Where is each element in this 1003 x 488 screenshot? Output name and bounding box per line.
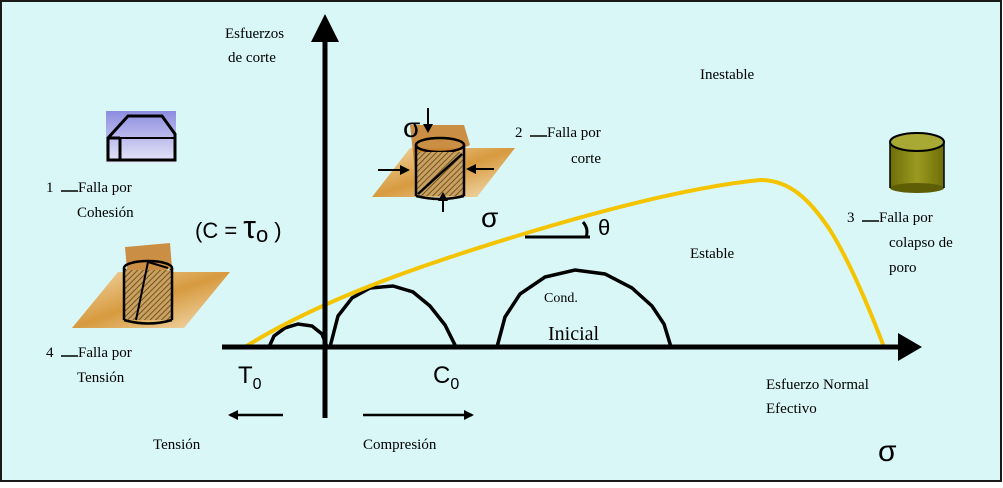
failure-mode-2: 2 Falla por corte xyxy=(515,125,601,167)
shear-specimen-icon xyxy=(372,108,515,212)
x-axis-arrow-icon xyxy=(898,333,922,361)
tension-mohr-circle xyxy=(267,322,329,348)
initial-cond-line1: Cond. xyxy=(544,291,578,306)
tension-direction-label: Tensión xyxy=(153,437,201,453)
failure-mode-1-number: 1 xyxy=(46,180,54,196)
stable-label: Estable xyxy=(690,246,734,262)
sigma-bottom-symbol: σ xyxy=(878,435,897,468)
failure-mode-4-line1: Falla por xyxy=(78,345,132,361)
failure-mode-1-line2: Cohesión xyxy=(77,205,134,221)
sigma-top-symbol: σ xyxy=(403,112,420,143)
y-axis-label-line1: Esfuerzos xyxy=(225,26,284,42)
failure-mode-4-number: 4 xyxy=(46,345,54,361)
cohesion-equation: (C = τo ) xyxy=(195,209,282,247)
sigma-mid-symbol: σ xyxy=(481,202,498,233)
failure-mode-3-number: 3 xyxy=(847,210,855,226)
pore-collapse-cylinder-icon xyxy=(889,132,945,193)
t0-label: T0 xyxy=(238,362,262,393)
tension-specimen-icon xyxy=(72,243,230,328)
theta-symbol: θ xyxy=(598,215,610,240)
failure-mode-1-line1: Falla por xyxy=(78,180,132,196)
failure-mode-4: 4 Falla por Tensión xyxy=(46,345,132,386)
y-axis-label-line2: de corte xyxy=(228,50,276,66)
failure-mode-3-line3: poro xyxy=(889,260,917,276)
y-axis-arrow-icon xyxy=(311,14,339,42)
initial-cond-line2: Inicial xyxy=(548,323,600,345)
failure-mohr-circle xyxy=(495,268,673,348)
unstable-label: Inestable xyxy=(700,67,754,83)
c0-label: C0 xyxy=(433,362,459,393)
failure-mode-4-line2: Tensión xyxy=(77,370,125,386)
failure-envelope xyxy=(243,177,886,349)
theta-arc xyxy=(581,221,589,238)
failure-mode-2-line1: Falla por xyxy=(547,125,601,141)
failure-mode-3: 3 Falla por colapso de poro xyxy=(847,210,953,276)
failure-mode-2-number: 2 xyxy=(515,125,523,141)
compression-direction-label: Compresión xyxy=(363,437,437,453)
failure-mode-2-line2: corte xyxy=(571,151,601,167)
failure-mode-1: 1 Falla por Cohesión xyxy=(46,180,134,221)
x-axis-label-line1: Esfuerzo Normal xyxy=(766,377,869,393)
failure-mode-3-line1: Falla por xyxy=(879,210,933,226)
cohesion-block-icon xyxy=(106,111,177,163)
initial-mohr-circle xyxy=(328,284,458,348)
failure-mode-3-line2: colapso de xyxy=(889,235,953,251)
x-axis-label-line2: Efectivo xyxy=(766,401,817,417)
